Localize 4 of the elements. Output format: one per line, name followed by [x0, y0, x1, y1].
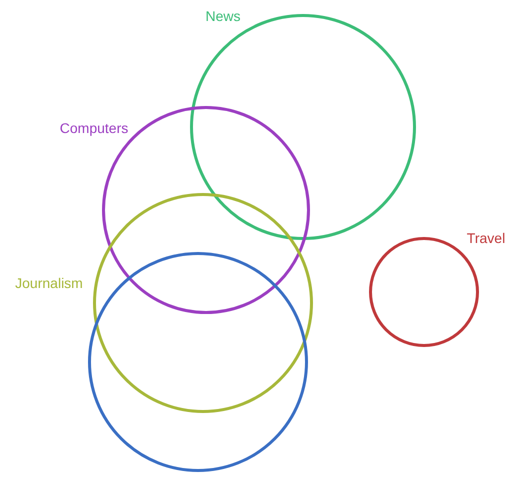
set-label: Journalism: [15, 275, 83, 291]
set-label: Computers: [60, 120, 128, 136]
set-label: News: [206, 8, 240, 24]
set-label: Travel: [466, 230, 506, 246]
